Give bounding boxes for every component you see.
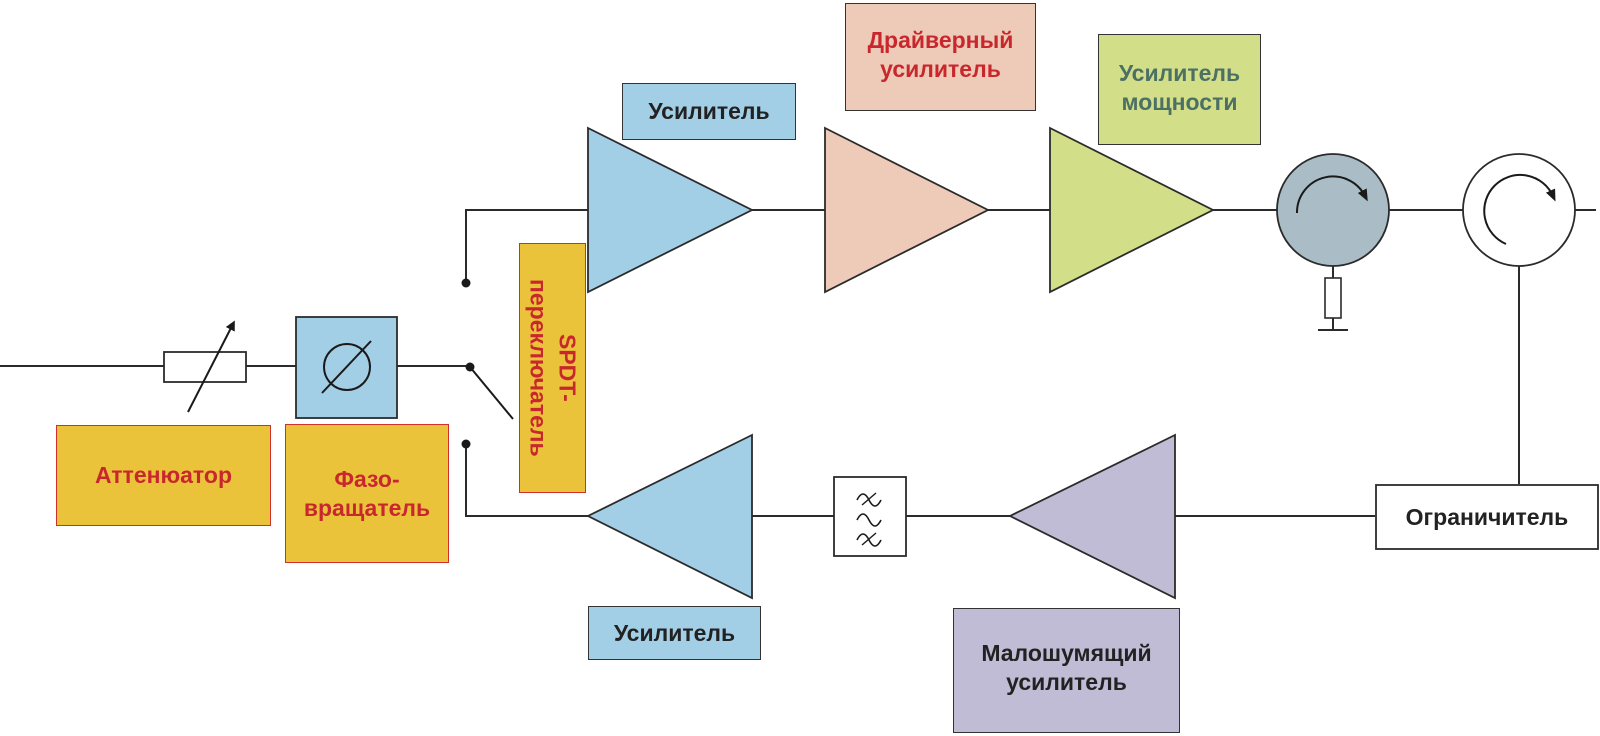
filter-wave-mid-icon bbox=[856, 513, 882, 527]
wire-switch-tx bbox=[465, 209, 588, 282]
tx-amplifier-triangle[interactable] bbox=[587, 126, 755, 294]
wires bbox=[0, 209, 1596, 517]
phase-shifter-label: Фазо- вращатель bbox=[285, 424, 449, 563]
attenuator-label: Аттенюатор bbox=[56, 425, 271, 526]
limiter-label: Ограничитель bbox=[1405, 503, 1569, 530]
isolator-body bbox=[1276, 153, 1390, 267]
lna-triangle[interactable] bbox=[1007, 433, 1176, 600]
phase-circle-icon bbox=[323, 343, 371, 391]
driver-amplifier-label: Драйверный усилитель bbox=[845, 3, 1036, 111]
phase-slash-icon bbox=[321, 340, 372, 394]
circulator-symbol[interactable] bbox=[1462, 153, 1576, 267]
rx-amplifier-triangle[interactable] bbox=[585, 433, 753, 600]
spdt-switch-label: SPDT- переключатель bbox=[519, 243, 586, 493]
filter-body bbox=[833, 476, 907, 557]
circulator-body bbox=[1462, 153, 1576, 267]
switch-upper-contact bbox=[461, 278, 471, 288]
isolator-symbol[interactable] bbox=[1276, 153, 1390, 331]
spdt-switch-symbol[interactable] bbox=[461, 278, 514, 449]
attenuator-symbol[interactable] bbox=[163, 320, 247, 413]
circulator-rotation-arrow-icon bbox=[1483, 173, 1556, 245]
power-amplifier-triangle[interactable] bbox=[1049, 126, 1216, 294]
limiter-body[interactable] bbox=[1375, 484, 1599, 550]
filter-wave-bot-slash bbox=[861, 532, 877, 546]
bandpass-filter-symbol[interactable] bbox=[833, 476, 907, 557]
phase-shifter-symbol[interactable] bbox=[295, 316, 398, 419]
driver-amplifier-triangle[interactable] bbox=[824, 126, 991, 294]
switch-lower-contact bbox=[461, 439, 471, 449]
tx-amplifier-label: Усилитель bbox=[622, 83, 796, 140]
wire-rx-switch bbox=[465, 443, 588, 517]
rx-amplifier-label: Усилитель bbox=[588, 606, 761, 660]
filter-wave-bot-icon bbox=[856, 533, 882, 547]
isolator-rotation-arrow-icon bbox=[1295, 175, 1368, 214]
switch-blade bbox=[469, 366, 514, 420]
power-amplifier-label: Усилитель мощности bbox=[1098, 34, 1261, 145]
load-resistor bbox=[1324, 277, 1342, 319]
variable-arrow-icon bbox=[187, 320, 235, 413]
filter-wave-top-icon bbox=[856, 493, 882, 507]
lna-label: Малошумящий усилитель bbox=[953, 608, 1180, 733]
filter-wave-top-slash bbox=[861, 492, 877, 506]
